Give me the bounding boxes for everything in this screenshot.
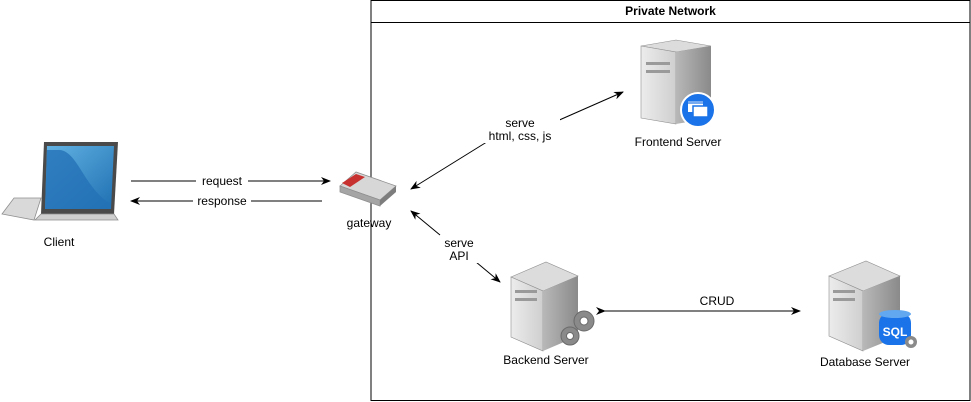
frontend-edge-label-line1: serve [505, 116, 535, 130]
frontend-edge-label: serve html, css, js [480, 117, 560, 143]
response-edge-label: response [193, 195, 251, 208]
backend-edge-a [410, 210, 441, 236]
frontend-edge-label-line2: html, css, js [488, 129, 552, 143]
database-server-label: Database Server [819, 355, 911, 369]
backend-edge-label: serve API [434, 237, 484, 263]
backend-server-icon [510, 261, 595, 352]
client-label: Client [43, 235, 75, 249]
gateway-label: gateway [346, 216, 392, 230]
gears-icon [560, 310, 595, 346]
frontend-edge-b [547, 91, 624, 126]
frontend-edge-a [410, 139, 491, 190]
svg-text:SQL: SQL [883, 325, 908, 339]
sql-icon: SQL [879, 310, 917, 348]
router-icon [339, 171, 397, 207]
private-network-title: Private Network [625, 4, 716, 18]
database-server-icon: SQL [828, 260, 917, 352]
frontend-server-label: Frontend Server [634, 135, 722, 149]
backend-server-label: Backend Server [503, 353, 589, 367]
backend-edge-label-line2: API [449, 249, 469, 263]
crud-edge-label: CRUD [699, 294, 735, 308]
laptop-icon [1, 142, 119, 221]
request-edge-label: request [196, 175, 248, 188]
backend-edge-b [475, 261, 501, 283]
frontend-server-icon [640, 39, 716, 128]
backend-edge-label-line1: serve [444, 236, 474, 250]
